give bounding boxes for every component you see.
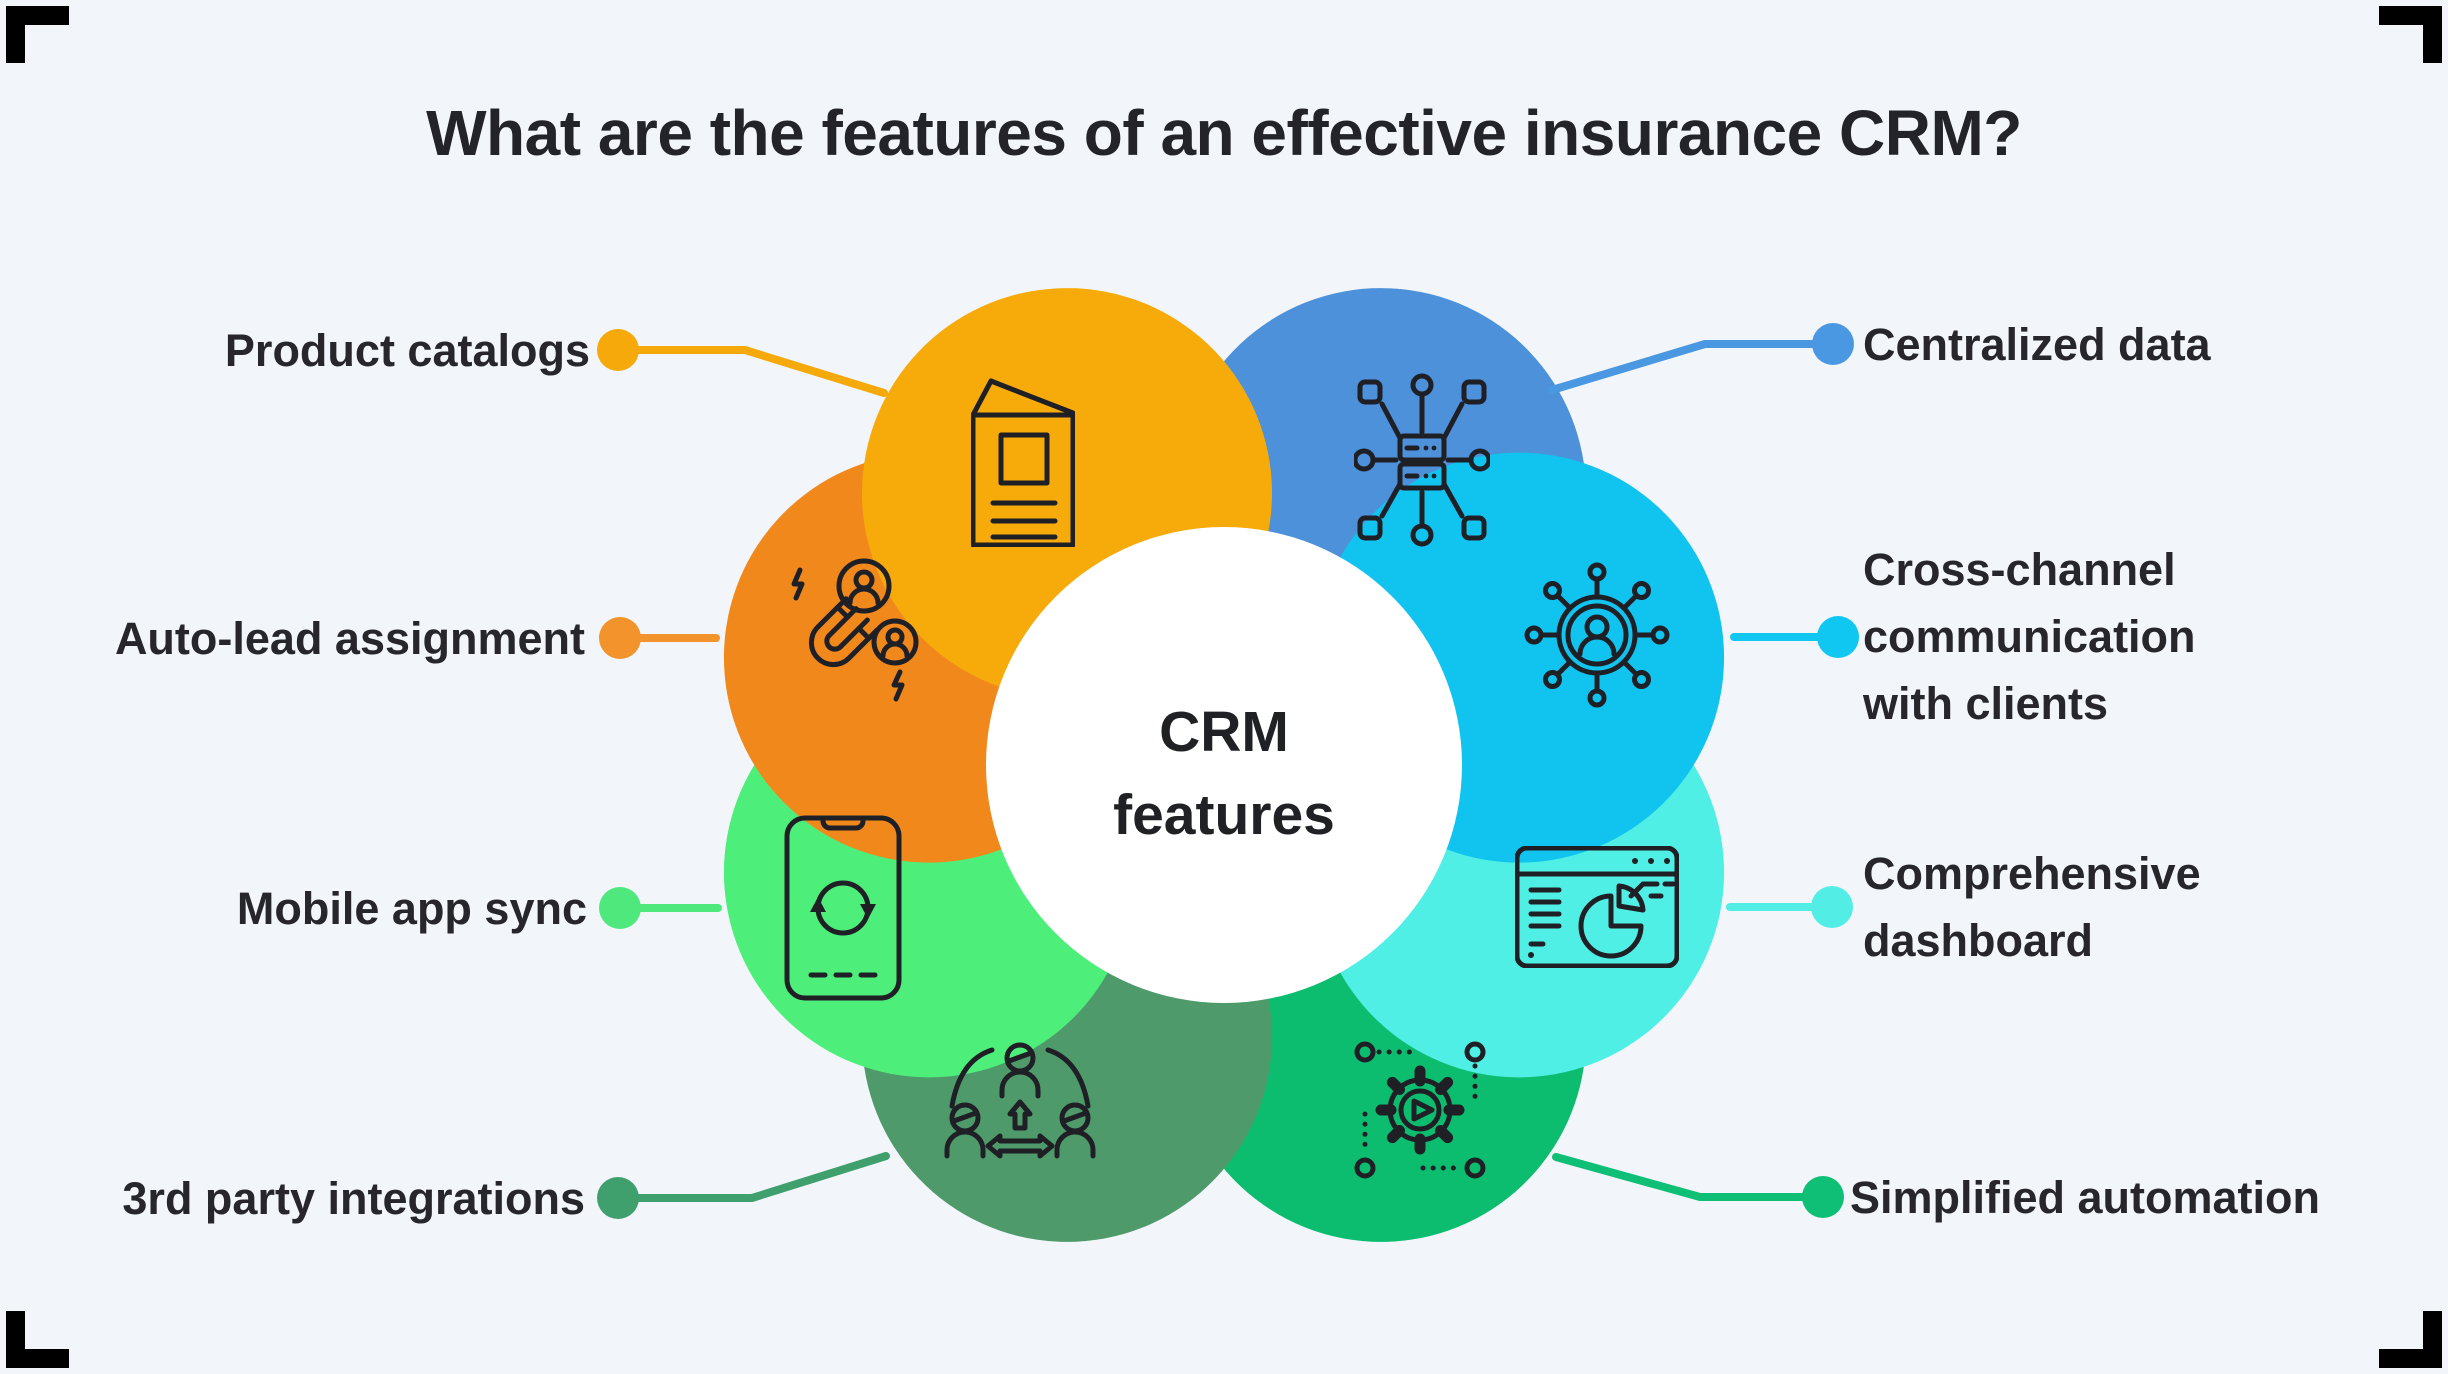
label-centralized-data: Centralized data bbox=[1863, 319, 2211, 370]
data-network-icon bbox=[1354, 373, 1490, 547]
connector-centralized-data bbox=[1548, 340, 1837, 394]
dot-comprehensive-dashboard bbox=[1811, 886, 1853, 928]
crop-mark-bottom-right bbox=[2379, 1311, 2442, 1368]
brochure-icon bbox=[971, 378, 1075, 547]
dot-simplified-automation bbox=[1802, 1176, 1844, 1218]
connector-simplified-automation bbox=[1552, 1153, 1827, 1201]
label-simplified-automation: Simplified automation bbox=[1850, 1172, 2321, 1223]
label-third-party-integrations: 3rd party integrations bbox=[122, 1173, 585, 1224]
phone-sync-icon bbox=[784, 815, 902, 1001]
person-hub-icon bbox=[1524, 562, 1670, 708]
connector-product-catalogs bbox=[614, 346, 888, 397]
dot-centralized-data bbox=[1812, 323, 1854, 365]
page-title: What are the features of an effective in… bbox=[426, 97, 2022, 169]
label-cross-channel: Cross-channel communication with clients bbox=[1863, 544, 2196, 729]
label-product-catalogs: Product catalogs bbox=[224, 325, 590, 376]
dot-product-catalogs bbox=[597, 329, 639, 371]
connector-third-party-integrations bbox=[614, 1152, 890, 1202]
dot-auto-lead-assignment bbox=[599, 617, 641, 659]
label-comprehensive-dashboard: Comprehensive dashboard bbox=[1863, 848, 2201, 966]
label-auto-lead-assignment: Auto-lead assignment bbox=[114, 613, 585, 664]
crop-mark-top-left bbox=[6, 6, 69, 63]
dot-third-party-integrations bbox=[597, 1177, 639, 1219]
crop-mark-top-right bbox=[2379, 6, 2442, 63]
dashboard-pie-icon bbox=[1515, 846, 1679, 968]
magnet-leads-icon bbox=[791, 558, 919, 702]
dot-cross-channel bbox=[1817, 616, 1859, 658]
gear-play-icon bbox=[1354, 1041, 1486, 1179]
crop-mark-bottom-left bbox=[6, 1311, 69, 1368]
label-mobile-app-sync: Mobile app sync bbox=[236, 883, 587, 934]
people-network-icon bbox=[944, 1042, 1096, 1159]
dot-mobile-app-sync bbox=[599, 887, 641, 929]
